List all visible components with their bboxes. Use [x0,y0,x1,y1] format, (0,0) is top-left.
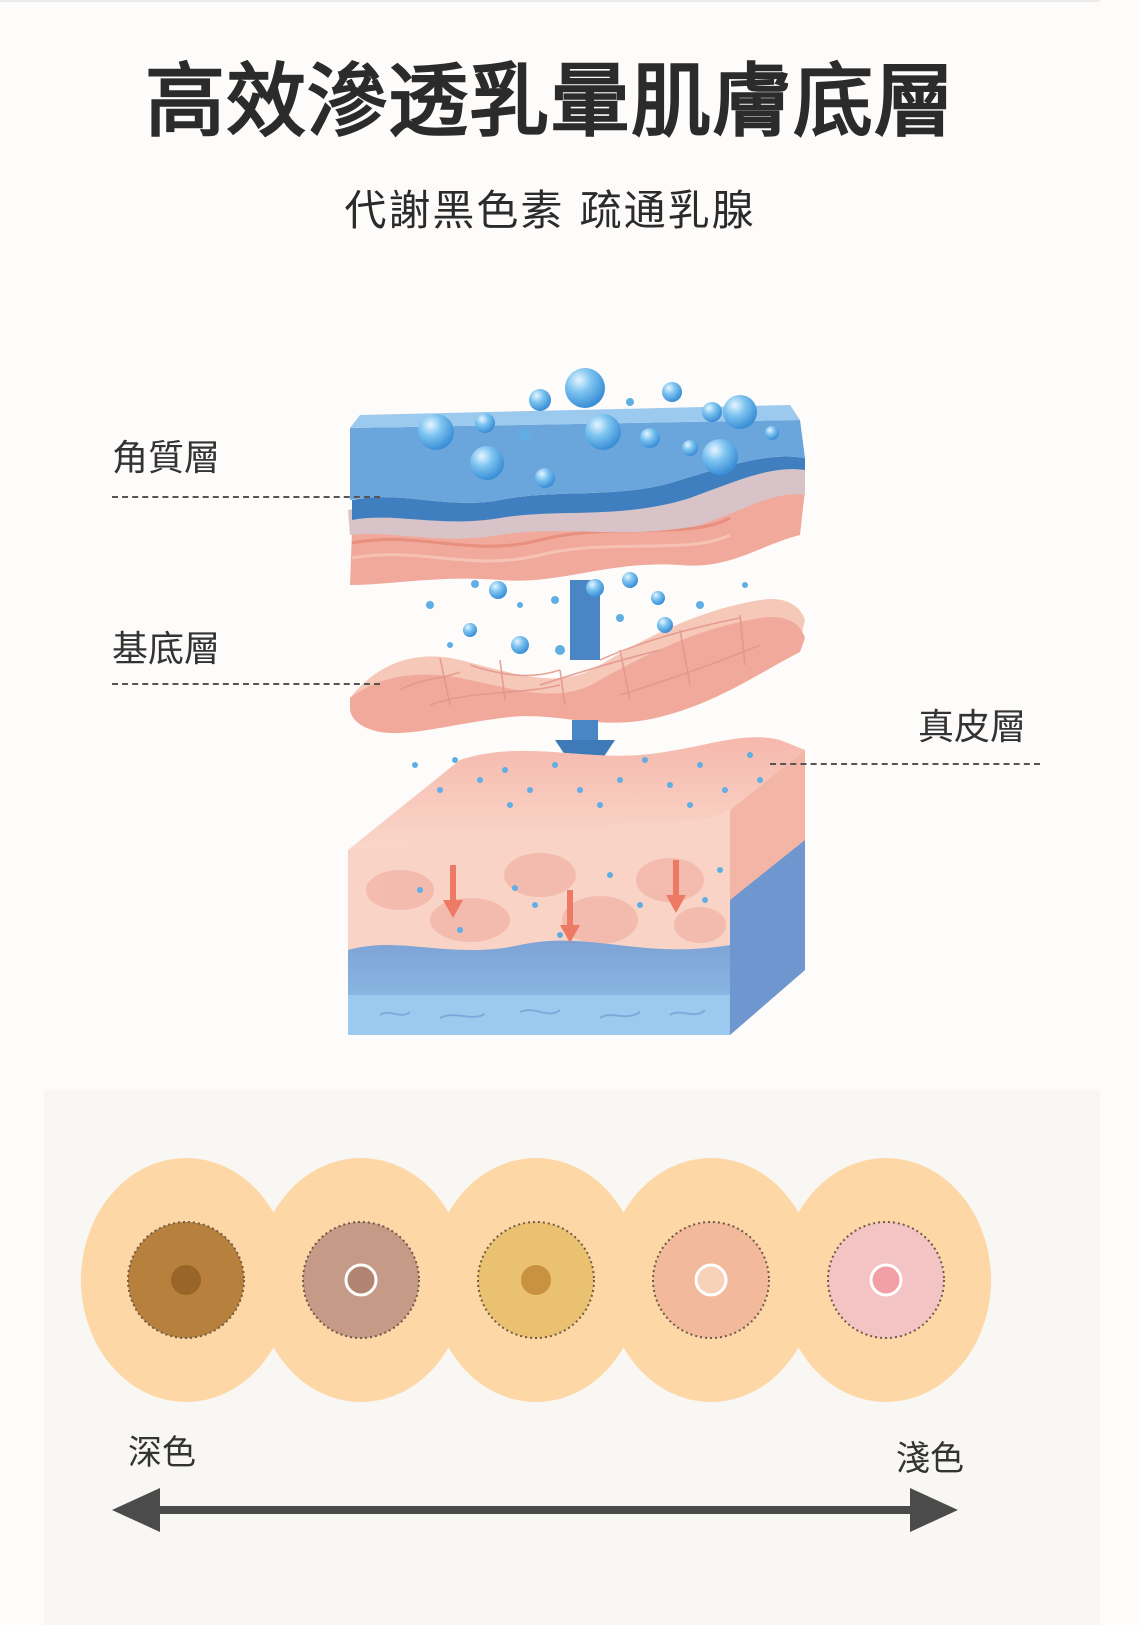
dark-label: 深色 [128,1433,196,1473]
areola-swatch-4 [606,1158,816,1402]
nipple-center [869,1263,903,1297]
top-divider [0,0,1100,2]
dermis-label: 真皮層 [918,707,1027,748]
light-label: 淺色 [896,1439,964,1479]
areola-swatch-3 [431,1158,641,1402]
stratum-corneum-layer [348,405,805,585]
areola-swatch-1 [81,1158,291,1402]
nipple-center [694,1263,728,1297]
page-subtitle: 代謝黑色素 疏通乳腺 [344,186,756,235]
basal-layer-label: 基底層 [112,629,221,670]
areola-swatch-2 [256,1158,466,1402]
dermis-leader [770,763,1040,765]
dark-to-light-arrow [112,1488,958,1532]
areola-swatch-5 [781,1158,991,1402]
skin-layers-diagram [348,368,805,1035]
nipple-center [171,1265,201,1295]
stratum-corneum-label: 角質層 [112,438,221,479]
basal-layer-leader [112,683,380,685]
nipple-center [344,1263,378,1297]
nipple-center [521,1265,551,1295]
water-droplets [412,368,779,938]
basal-layer [350,599,805,734]
areola-swatch-row [81,1158,991,1402]
stratum-corneum-leader [112,496,380,498]
dermis-block [348,737,805,1035]
page-title: 高效滲透乳暈肌膚底層 [145,55,955,148]
